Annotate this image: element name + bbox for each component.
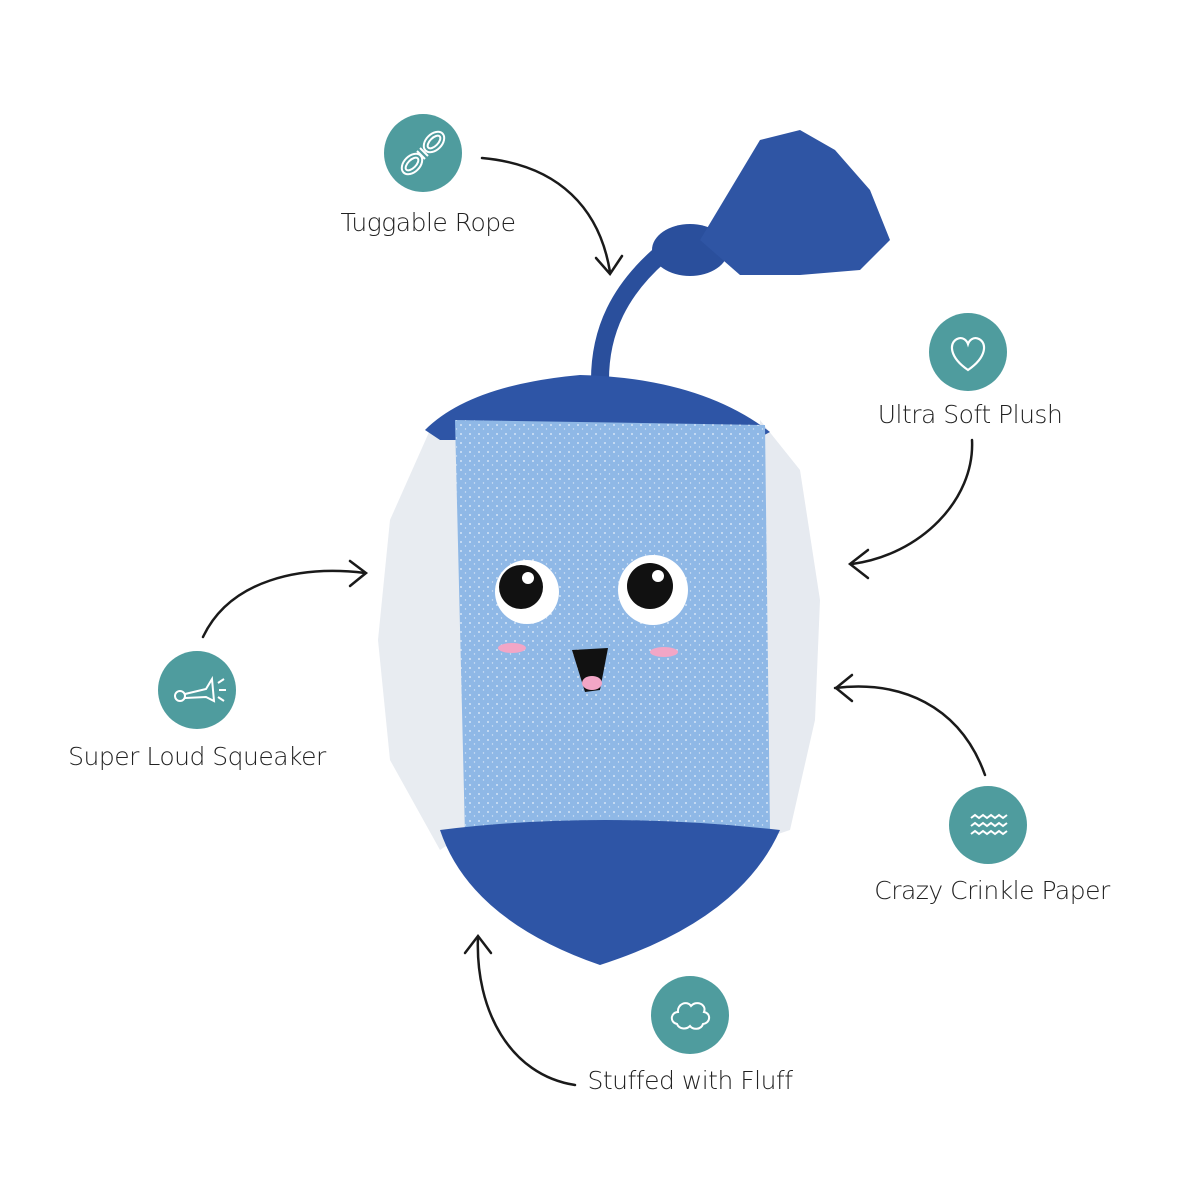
feature-label-crinkle: Crazy Crinkle Paper <box>874 876 1110 905</box>
horn-icon <box>158 651 236 729</box>
feature-label-rope: Tuggable Rope <box>340 208 516 237</box>
bottom-cone <box>440 820 780 965</box>
waves-icon <box>949 786 1027 864</box>
arrow-fluff <box>476 935 577 1087</box>
right-side-panel <box>760 420 820 840</box>
feature-label-squeaker: Super Loud Squeaker <box>68 742 326 771</box>
arrow-squeaker <box>201 569 367 639</box>
feature-label-fluff: Stuffed with Fluff <box>587 1066 793 1095</box>
cloud-icon <box>651 976 729 1054</box>
left-cheek <box>498 643 526 653</box>
arrow-plush <box>850 438 974 566</box>
feature-label-plush: Ultra Soft Plush <box>877 400 1063 429</box>
rope <box>591 246 669 389</box>
right-cheek <box>650 647 678 657</box>
arrow-crinkle <box>833 685 987 777</box>
rope-icon <box>384 114 462 192</box>
heart-icon <box>929 313 1007 391</box>
left-side-panel <box>378 420 470 850</box>
rope-tassel <box>700 130 890 275</box>
arrow-rope <box>480 156 612 274</box>
